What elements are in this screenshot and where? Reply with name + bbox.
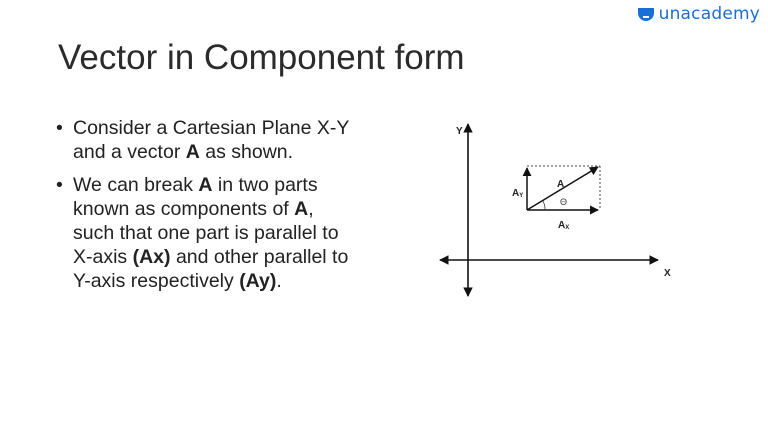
vector-a-bold: A <box>185 141 200 163</box>
slide-title: Vector in Component form <box>58 38 465 77</box>
bullet-text: , such that one part is parallel to X-ax… <box>73 198 339 268</box>
unacademy-logo: unacademy <box>637 4 760 24</box>
angle-theta-label: Θ <box>560 197 567 207</box>
x-axis-label: X <box>664 268 671 279</box>
bullet-text: . <box>276 270 282 292</box>
angle-arc <box>542 200 546 211</box>
ay-bold: (Ay) <box>239 270 277 292</box>
bullet-list: Consider a Cartesian Plane X-Y and a vec… <box>56 116 356 302</box>
bullet-item-1: Consider a Cartesian Plane X-Y and a vec… <box>56 116 356 164</box>
vector-a-label: A <box>557 179 564 190</box>
bullet-text: as shown. <box>199 141 294 163</box>
unacademy-logo-icon <box>637 8 654 21</box>
vector-a-bold: A <box>294 198 309 220</box>
ax-bold: (Ax) <box>132 246 171 268</box>
y-component-label: AY <box>512 188 523 199</box>
vector-component-diagram: Y X AY AX A Θ <box>439 123 671 297</box>
bullet-item-2: We can break A in two parts known as com… <box>56 173 356 293</box>
vector-a-arrow <box>526 166 599 211</box>
bullet-text: Consider a Cartesian Plane X-Y and a vec… <box>73 117 350 163</box>
brand-name: unacademy <box>658 4 760 24</box>
vector-a-bold: A <box>198 174 213 196</box>
bullet-text: in two parts known as components of <box>73 174 318 220</box>
x-component-label: AX <box>558 220 569 231</box>
y-axis-label: Y <box>456 126 463 137</box>
bullet-text: and other parallel to Y-axis respectivel… <box>73 246 349 292</box>
bullet-text: We can break <box>73 174 199 196</box>
